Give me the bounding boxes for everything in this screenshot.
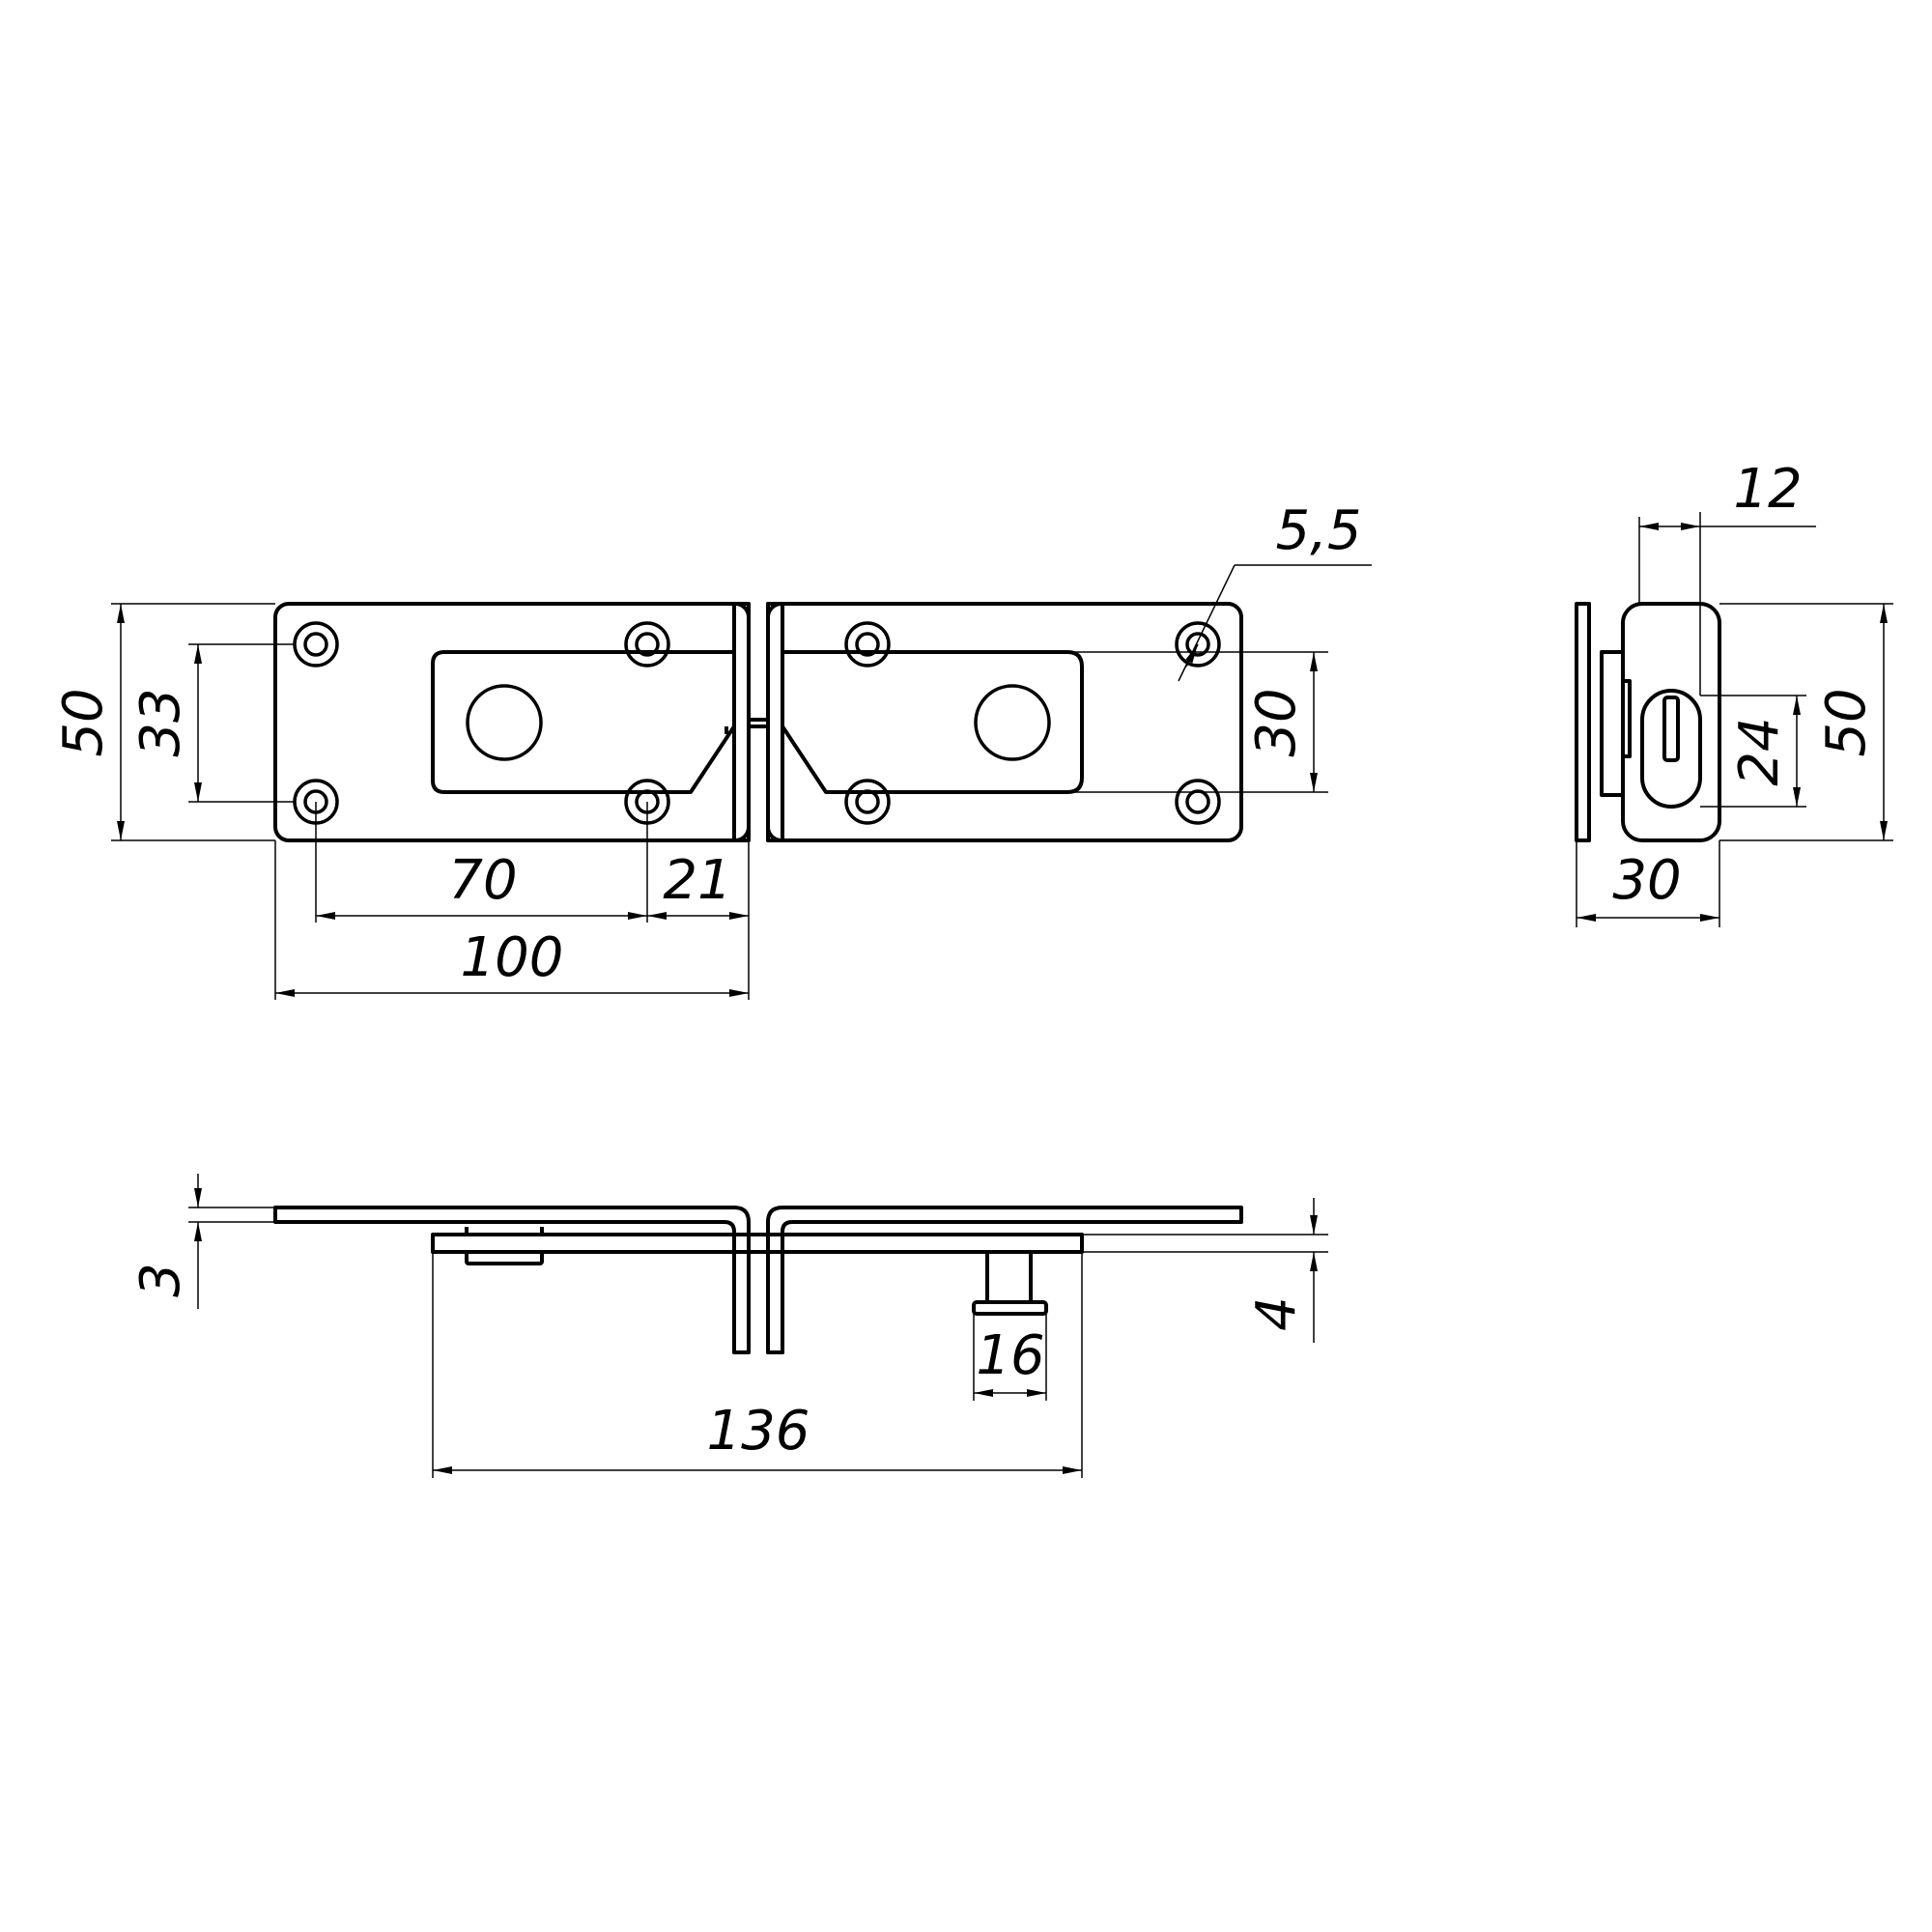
right-hasp (781, 650, 1084, 794)
side-extension-lines (1576, 512, 1893, 927)
top-view: 3 4 16 136 (129, 1174, 1328, 1478)
side-base-plate (1575, 602, 1591, 842)
right-plate (766, 602, 1243, 842)
side-staple-plate (1621, 602, 1721, 842)
top-knuckle-right (766, 1250, 784, 1354)
dim-hole-pitch-vertical: 33 (129, 688, 192, 756)
hinge-knuckle-left (732, 602, 751, 842)
side-staple-loop (1640, 689, 1702, 809)
top-hasp-lip (465, 1250, 544, 1265)
side-view: 12 24 50 30 (1575, 458, 1893, 927)
right-staple-hole (974, 684, 1051, 761)
dim-front-height: 50 (52, 688, 115, 756)
hinge-knuckle-right (766, 602, 784, 842)
extension-lines (111, 603, 1328, 1000)
dim-hasp-length: 136 (707, 1400, 810, 1463)
top-knuckle-left (732, 1250, 751, 1354)
front-view: 50 33 30 5,5 70 21 100 (52, 499, 1372, 1000)
left-staple-hole (466, 684, 543, 761)
dim-side-height: 50 (1815, 688, 1878, 756)
left-hasp (431, 650, 736, 794)
left-plate (273, 602, 751, 842)
top-left-plate (273, 1206, 751, 1354)
top-staple-pin (985, 1250, 1033, 1304)
dim-hole-diameter: 5,5 (1275, 499, 1361, 562)
side-staple-tongue (1662, 696, 1680, 762)
dim-pin-width: 16 (976, 1324, 1044, 1387)
top-extension-lines (188, 1207, 1328, 1478)
top-staple-head (972, 1300, 1048, 1316)
dim-slot-width: 30 (1245, 688, 1308, 756)
dim-side-width: 30 (1612, 849, 1681, 912)
dim-side-slot-height: 24 (1728, 717, 1791, 785)
side-hasp-body (1600, 650, 1625, 797)
dim-side-top-offset: 12 (1733, 458, 1802, 521)
dim-hole-spacing: 70 (448, 849, 517, 912)
top-hasp-bar (431, 1233, 1084, 1254)
dim-hinge-offset: 21 (663, 849, 731, 912)
dim-pin-height: 4 (1245, 1296, 1308, 1331)
dim-plate-length: 100 (461, 926, 564, 989)
dim-plate-thickness: 3 (129, 1263, 192, 1297)
